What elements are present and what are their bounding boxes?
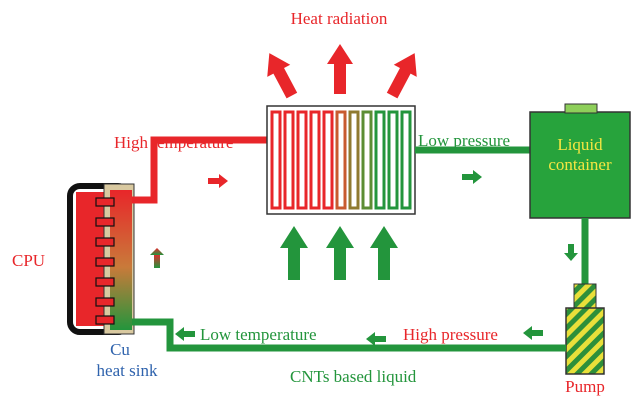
label-container-line2: container bbox=[548, 155, 612, 174]
arrow-up-icon bbox=[267, 53, 298, 99]
hot-pipe bbox=[132, 136, 268, 204]
airflow-arrows bbox=[280, 226, 398, 280]
arrow-icon bbox=[208, 174, 228, 188]
arrow-icon bbox=[564, 244, 578, 261]
return-pipe bbox=[132, 318, 566, 352]
arrow-up-icon bbox=[280, 226, 308, 280]
label-cnts-liquid: CNTs based liquid bbox=[290, 367, 417, 386]
label-high-pressure: High pressure bbox=[403, 325, 498, 344]
pump-body bbox=[565, 307, 605, 375]
arrow-icon bbox=[175, 327, 195, 341]
arrow-up-icon bbox=[370, 226, 398, 280]
label-high-temperature: High temperature bbox=[114, 133, 233, 152]
arrow-icon bbox=[462, 170, 482, 184]
arrow-icon bbox=[150, 248, 164, 268]
arrow-up-icon bbox=[326, 226, 354, 280]
container-cap bbox=[564, 103, 598, 114]
liquid-container bbox=[529, 111, 631, 219]
arrow-icon bbox=[366, 332, 386, 346]
arrow-up-icon bbox=[327, 44, 353, 94]
label-pump: Pump bbox=[565, 377, 605, 396]
pump-head bbox=[573, 283, 597, 311]
cpu-fins bbox=[95, 197, 115, 325]
label-cpu: CPU bbox=[12, 251, 45, 270]
heat-radiation-arrows bbox=[267, 44, 417, 99]
flow-arrows bbox=[150, 170, 578, 346]
label-container-line1: Liquid bbox=[557, 135, 603, 154]
radiator bbox=[266, 105, 416, 215]
label-low-temperature: Low temperature bbox=[200, 325, 317, 344]
heat-sink-channel bbox=[110, 190, 132, 330]
label-low-pressure: Low pressure bbox=[418, 131, 510, 150]
label-cu: Cu bbox=[110, 340, 130, 359]
arrow-icon bbox=[523, 326, 543, 340]
label-heat-sink: heat sink bbox=[97, 361, 158, 380]
arrow-up-icon bbox=[386, 53, 417, 99]
label-heat-radiation: Heat radiation bbox=[291, 9, 388, 28]
